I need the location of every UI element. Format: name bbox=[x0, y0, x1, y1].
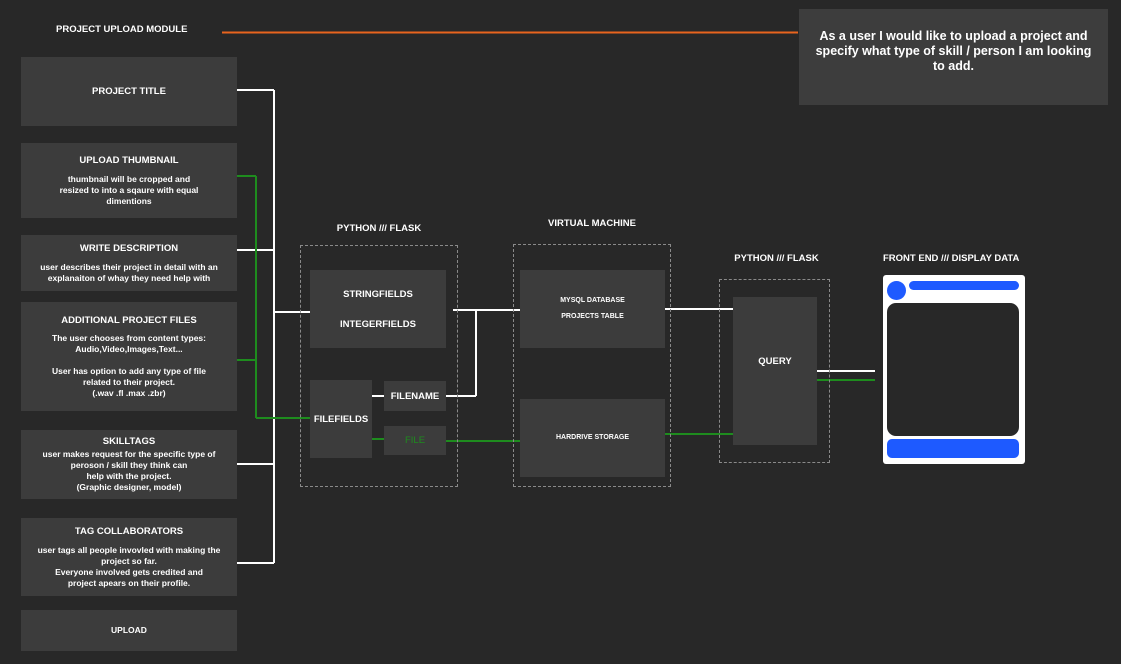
action-bar bbox=[887, 439, 1019, 458]
flask1-container bbox=[300, 245, 458, 487]
filename-label: FILENAME bbox=[390, 390, 440, 402]
vm-container bbox=[513, 244, 671, 487]
skilltags-desc: user makes request for the specific type… bbox=[42, 449, 216, 492]
stringfields-label: STRINGFIELDS bbox=[343, 288, 413, 300]
tag-collaborators-field[interactable]: TAG COLLABORATORS user tags all people i… bbox=[21, 518, 237, 596]
upload-button-label: UPLOAD bbox=[111, 625, 147, 635]
additional-files-label: ADDITIONAL PROJECT FILES bbox=[61, 314, 197, 326]
content-panel bbox=[887, 303, 1019, 436]
filename-box: FILENAME bbox=[384, 381, 446, 411]
user-story-box: As a user I would like to upload a proje… bbox=[799, 9, 1108, 105]
flask1-title: PYTHON /// FLASK bbox=[336, 223, 422, 234]
query-box: QUERY bbox=[733, 297, 817, 445]
integerfields-label: INTEGERFIELDS bbox=[339, 318, 416, 330]
frontend-mockup bbox=[883, 275, 1025, 464]
file-box: FILE bbox=[384, 426, 446, 455]
projects-table-label: PROJECTS TABLE bbox=[561, 313, 624, 320]
skilltags-field[interactable]: SKILLTAGS user makes request for the spe… bbox=[21, 430, 237, 499]
frontend-title: FRONT END /// DISPLAY DATA bbox=[883, 253, 1020, 264]
hardrive-storage-label: HARDRIVE STORAGE bbox=[556, 434, 629, 441]
hardrive-storage-box: HARDRIVE STORAGE bbox=[520, 399, 665, 477]
upload-thumbnail-desc: thumbnail will be cropped and resized to… bbox=[59, 173, 199, 206]
flask-to-mysql-line bbox=[444, 309, 520, 397]
form-bracket-white bbox=[236, 89, 310, 564]
flask2-container bbox=[719, 279, 830, 463]
mysql-database-box: MYSQL DATABASE PROJECTS TABLE bbox=[520, 270, 665, 348]
header-bar bbox=[909, 281, 1019, 290]
write-description-field[interactable]: WRITE DESCRIPTION user describes their p… bbox=[21, 235, 237, 291]
filefields-box: FILEFIELDS bbox=[310, 380, 372, 458]
flask2-title: PYTHON /// FLASK bbox=[734, 253, 819, 264]
module-title: PROJECT UPLOAD MODULE bbox=[56, 24, 188, 35]
upload-thumbnail-field[interactable]: UPLOAD THUMBNAIL thumbnail will be cropp… bbox=[21, 143, 237, 218]
avatar bbox=[887, 281, 906, 300]
upload-thumbnail-label: UPLOAD THUMBNAIL bbox=[79, 154, 179, 166]
mysql-database-label: MYSQL DATABASE bbox=[560, 297, 625, 304]
additional-files-desc: The user chooses from content types: Aud… bbox=[52, 332, 206, 398]
vm-title: VIRTUAL MACHINE bbox=[548, 218, 636, 229]
string-integer-fields-box: STRINGFIELDS INTEGERFIELDS bbox=[310, 270, 446, 348]
project-title-label: PROJECT TITLE bbox=[92, 86, 166, 97]
upload-button[interactable]: UPLOAD bbox=[21, 610, 237, 651]
query-label: QUERY bbox=[758, 355, 792, 367]
filefields-label: FILEFIELDS bbox=[313, 413, 369, 425]
tag-collaborators-label: TAG COLLABORATORS bbox=[74, 525, 184, 537]
write-description-label: WRITE DESCRIPTION bbox=[79, 242, 179, 254]
user-story-text: As a user I would like to upload a proje… bbox=[815, 28, 1092, 73]
file-label: FILE bbox=[404, 435, 426, 446]
project-title-field[interactable]: PROJECT TITLE bbox=[21, 57, 237, 126]
skilltags-label: SKILLTAGS bbox=[102, 436, 156, 447]
tag-collaborators-desc: user tags all people invovled with makin… bbox=[37, 544, 221, 588]
write-description-desc: user describes their project in detail w… bbox=[40, 261, 218, 283]
form-bracket-green bbox=[228, 175, 312, 419]
additional-files-field[interactable]: ADDITIONAL PROJECT FILES The user choose… bbox=[21, 302, 237, 411]
